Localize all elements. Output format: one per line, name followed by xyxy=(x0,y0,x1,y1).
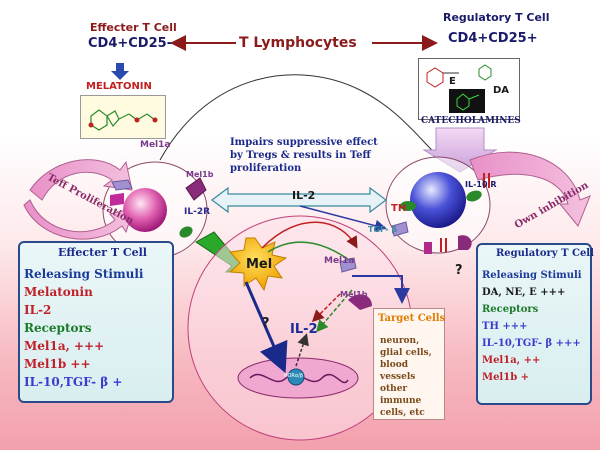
effecter-marker: CD4+CD25- xyxy=(88,36,173,51)
teff-proliferation-arrow-bottom xyxy=(23,199,135,240)
panel-line: Receptors xyxy=(24,321,92,335)
panel-line: IL-10,TGF- β + xyxy=(24,375,123,389)
target-cells-list: neuron, glial cells, blood vessels other… xyxy=(380,335,444,419)
tgfb-receptor xyxy=(391,221,409,237)
mel-green-link xyxy=(267,241,353,263)
panel-line: Mel1a, +++ xyxy=(24,339,105,353)
il2-dashed-red xyxy=(311,293,341,323)
lymphocytes-label: T Lymphocytes xyxy=(239,35,357,51)
mel-starburst xyxy=(228,237,288,292)
panel-line: Releasing Stimuli xyxy=(482,270,582,281)
left-cell-marker xyxy=(110,193,124,206)
panel-line: TH +++ xyxy=(482,321,528,332)
panel-line: Receptors xyxy=(482,304,539,315)
regulatory-marker: CD4+CD25+ xyxy=(448,31,538,46)
arc-connector xyxy=(159,74,442,161)
il10r-receptor xyxy=(466,190,482,202)
ror-receptor xyxy=(287,368,305,386)
mel-label: Mel xyxy=(246,257,273,272)
blue-arrow-to-tgfb xyxy=(299,205,387,232)
panel-line: Releasing Stimuli xyxy=(24,267,144,281)
impairs-text: Impairs suppressive effect by Tregs & re… xyxy=(230,137,378,174)
ror-label: RORα/β xyxy=(284,373,304,379)
effecter-nucleus xyxy=(123,188,167,232)
mel-to-receptor-arrow xyxy=(261,221,358,249)
il2-dashed-up xyxy=(295,333,309,367)
mel1b-receptor-left xyxy=(185,177,207,201)
mel1b-receptor-middle xyxy=(348,294,372,310)
panel-line: Mel1a, ++ xyxy=(482,355,541,366)
target-cells-item: blood vessels xyxy=(380,360,416,382)
mel1a-receptor-middle xyxy=(339,257,357,273)
il2-double-arrow xyxy=(211,186,387,214)
catecholamines-structure-image xyxy=(418,58,520,120)
right-cell-receptor-green xyxy=(400,201,416,211)
cat-da-label: DA xyxy=(493,85,510,96)
il2-dashed-green xyxy=(316,289,353,333)
il2-arrow-label: IL-2 xyxy=(292,189,316,202)
target-cells-box: Target Cells neuron, glial cells, blood … xyxy=(373,308,445,420)
tgfb-label: TGF- β xyxy=(368,225,398,234)
catecholamines-label: CATECHOLAMINES xyxy=(421,116,521,126)
target-cells-item: other immune xyxy=(380,384,422,406)
question-center: ? xyxy=(262,316,270,331)
target-cells-item: cells, etc xyxy=(380,408,425,418)
arrow-to-target-cells xyxy=(352,275,410,304)
panel-line: IL-10,TGF- β +++ xyxy=(482,338,581,349)
melatonin-label: MELATONIN xyxy=(86,81,152,92)
cat-e-label: E xyxy=(449,76,456,87)
effecter-panel-title: Effecter T Cell xyxy=(58,246,147,259)
mel1a-left-label: Mel1a xyxy=(140,140,171,150)
panel-line: Mel1b ++ xyxy=(24,357,91,371)
effecter-title: Effecter T Cell xyxy=(90,21,177,34)
own-inhibition-arrow xyxy=(469,151,591,227)
mel1b-left-label: Mel1b xyxy=(186,170,214,179)
melatonin-arrow-head xyxy=(111,71,129,80)
panel-line: IL-2 xyxy=(24,303,52,317)
panel-line: Mel1b + xyxy=(482,372,530,383)
regulatory-title: Regulatory T Cell xyxy=(443,11,550,24)
mel1a-receptor-left xyxy=(111,179,133,191)
regulatory-nucleus xyxy=(410,172,466,228)
target-cells-item: neuron, xyxy=(380,336,420,346)
teff-proliferation-arrow-top xyxy=(29,159,133,201)
panel-line: Melatonin xyxy=(24,285,93,299)
th-label: TH xyxy=(391,203,407,214)
melatonin-arrow-shaft xyxy=(116,63,124,71)
mel1a-middle-label: Mel1a xyxy=(324,256,355,266)
il2r-receptor xyxy=(179,226,193,238)
melatonin-molecule-icon xyxy=(88,109,158,131)
il2-bottom-label: IL-2 xyxy=(290,322,318,337)
target-cells-title: Target Cells xyxy=(378,313,446,324)
il2r-label: IL-2R xyxy=(184,207,211,217)
right-cell-marker xyxy=(424,242,432,254)
mel1b-middle-label: Mel1b xyxy=(340,290,368,299)
regulatory-panel-title: Regulatory T Cell xyxy=(496,248,594,259)
catecholamines-molecule-icon xyxy=(426,64,492,113)
mel-to-nucleus-arrow xyxy=(244,281,288,374)
panel-line: DA, NE, E +++ xyxy=(482,287,566,298)
target-cells-item: glial cells, xyxy=(380,348,432,358)
question-right: ? xyxy=(455,263,463,278)
il10r-label: IL-10 R xyxy=(465,180,497,189)
right-cell-mel-receptor xyxy=(458,235,472,250)
melatonin-structure-image xyxy=(80,95,166,139)
